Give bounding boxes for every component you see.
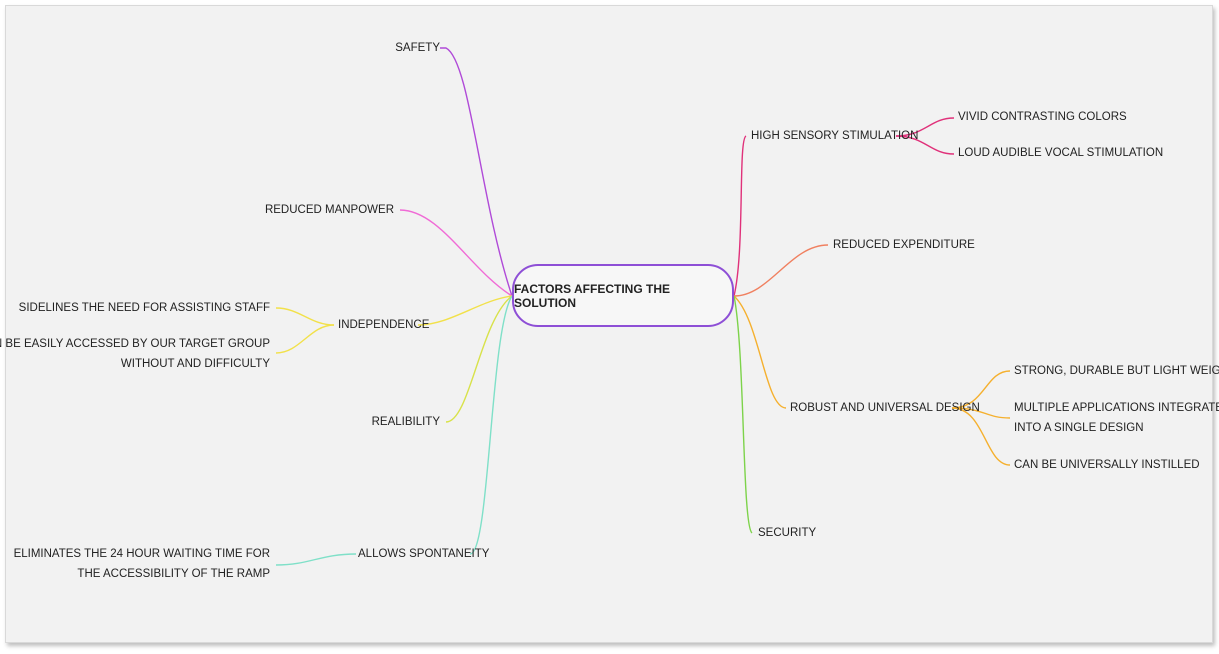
node-high-sensory[interactable]: HIGH SENSORY STIMULATION <box>751 130 919 142</box>
link-safety <box>440 47 513 297</box>
node-independence[interactable]: INDEPENDENCE <box>338 319 430 331</box>
node-security[interactable]: SECURITY <box>758 527 817 539</box>
node-reduced-expenditure[interactable]: REDUCED EXPENDITURE <box>833 239 975 251</box>
node-sensory-child-2[interactable]: LOUD AUDIBLE VOCAL STIMULATION <box>958 147 1164 159</box>
link-robust-child-3 <box>951 407 1011 466</box>
root-node-label: FACTORS AFFECTING THE SOLUTION <box>514 281 670 310</box>
node-safety[interactable]: SAFETY <box>395 42 440 54</box>
node-robust-child-1[interactable]: STRONG, DURABLE BUT LIGHT WEIGHT <box>1014 365 1219 377</box>
node-independence-child-2-line-2: WITHOUT AND DIFFICULTY <box>120 358 270 370</box>
link-independence-child-2 <box>275 324 335 354</box>
node-reduced-manpower[interactable]: REDUCED MANPOWER <box>264 204 394 216</box>
link-robust-child-2 <box>951 407 1011 419</box>
node-independence-child-2-line-1: CAN BE EASILY ACCESSED BY OUR TARGET GRO… <box>0 338 270 350</box>
link-spontaneity-child <box>275 553 357 566</box>
node-spontaneity-child-line-1: ELIMINATES THE 24 HOUR WAITING TIME FOR <box>13 548 270 560</box>
link-security <box>733 295 753 534</box>
link-robust-child-1 <box>951 370 1011 409</box>
node-independence-child-2[interactable]: CAN BE EASILY ACCESSED BY OUR TARGET GRO… <box>0 334 270 374</box>
link-high-sensory <box>733 135 747 297</box>
link-sensory-child-2 <box>895 135 955 155</box>
node-realibility[interactable]: REALIBILITY <box>371 416 440 428</box>
node-allows-spontaneity[interactable]: ALLOWS SPONTANEITY <box>358 548 490 560</box>
node-robust-design[interactable]: ROBUST AND UNIVERSAL DESIGN <box>790 402 980 414</box>
node-independence-child-1[interactable]: SIDELINES THE NEED FOR ASSISTING STAFF <box>18 302 270 314</box>
node-spontaneity-child[interactable]: ELIMINATES THE 24 HOUR WAITING TIME FOR … <box>14 544 270 584</box>
link-reduced-manpower <box>399 209 513 297</box>
link-sensory-child-1 <box>895 117 955 137</box>
root-node[interactable]: FACTORS AFFECTING THE SOLUTION <box>512 264 734 327</box>
node-robust-child-2-line-2: INTO A SINGLE DESIGN <box>1014 422 1144 434</box>
link-independence <box>417 295 513 326</box>
link-allows-spontaneity <box>469 295 513 555</box>
link-robust-design <box>733 295 787 409</box>
link-independence-child-1 <box>275 307 335 326</box>
node-sensory-child-1[interactable]: VIVID CONTRASTING COLORS <box>958 111 1127 123</box>
node-robust-child-2[interactable]: MULTIPLE APPLICATIONS INTEGRATED INTO A … <box>1014 398 1219 438</box>
node-robust-child-3[interactable]: CAN BE UNIVERSALLY INSTILLED <box>1014 459 1200 471</box>
node-spontaneity-child-line-2: THE ACCESSIBILITY OF THE RAMP <box>77 568 270 580</box>
link-realibility <box>445 295 513 423</box>
link-reduced-expenditure <box>733 244 829 297</box>
node-robust-child-2-line-1: MULTIPLE APPLICATIONS INTEGRATED <box>1014 402 1219 414</box>
